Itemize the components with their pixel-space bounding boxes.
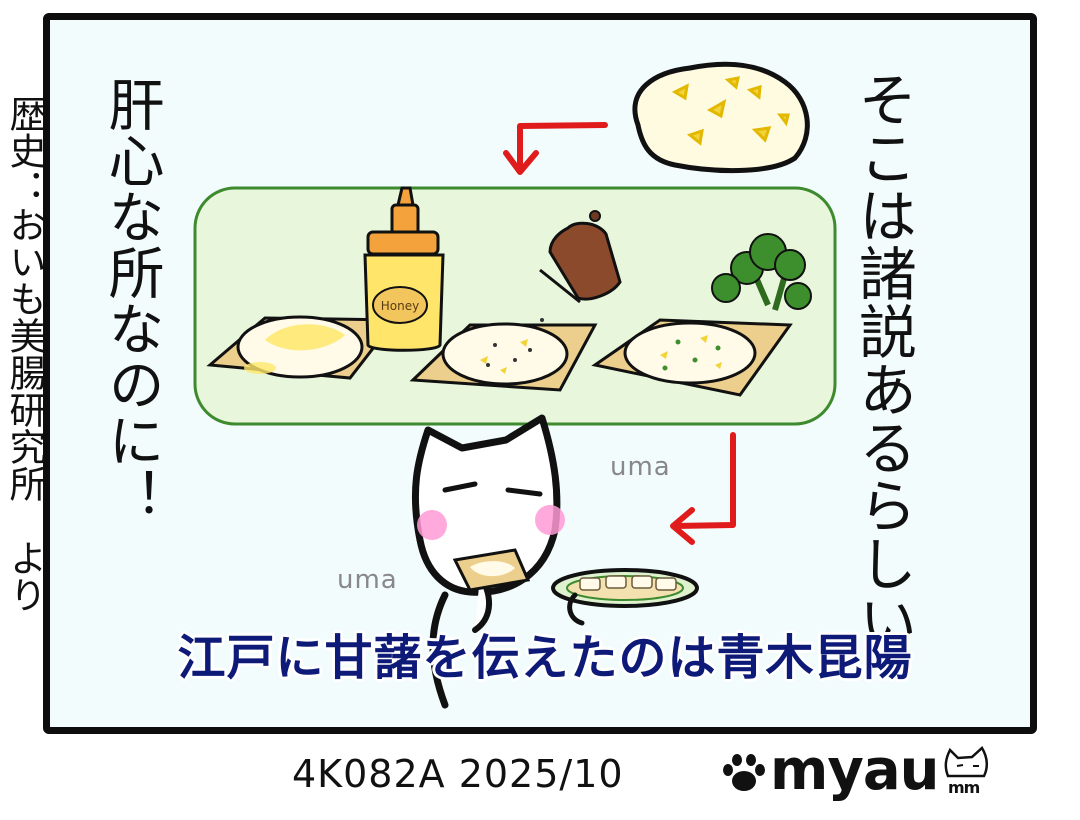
pepper-mill-icon	[532, 210, 622, 348]
paw-icon	[723, 754, 765, 791]
logo-text: myau	[770, 738, 940, 803]
cracker-pepper	[409, 322, 598, 392]
arrow-down-left-icon	[503, 122, 608, 175]
honey-label: Honey	[381, 299, 419, 313]
comic-panel: Honey	[43, 13, 1037, 734]
logo-sub: mm	[948, 778, 980, 797]
exclaim-vertical-text: 肝心な所なのに！	[99, 76, 164, 524]
sound-effect: uma	[610, 452, 671, 482]
cat-character	[411, 414, 699, 709]
cat-face-icon	[944, 746, 988, 778]
broccoli-icon	[711, 233, 812, 311]
side-credit: 歴史：おいも美腸研究所 より	[3, 95, 46, 613]
myau-logo: myau mm	[718, 738, 1038, 808]
sound-effect: uma	[337, 565, 398, 595]
cracker-honey	[206, 315, 399, 380]
cracker-broccoli	[591, 318, 793, 397]
caption-text: 江戸に甘藷を伝えたのは青木昆陽	[177, 630, 913, 686]
honey-bottle-icon: Honey	[363, 186, 445, 352]
footer-code: 4K082A 2025/10	[292, 752, 624, 796]
narration-vertical-text: そこは諸説あるらしい	[849, 70, 917, 650]
arrow-down-left-icon	[670, 432, 736, 545]
cheese-blob-icon	[632, 61, 810, 174]
panel-illustration: Honey	[193, 61, 837, 709]
